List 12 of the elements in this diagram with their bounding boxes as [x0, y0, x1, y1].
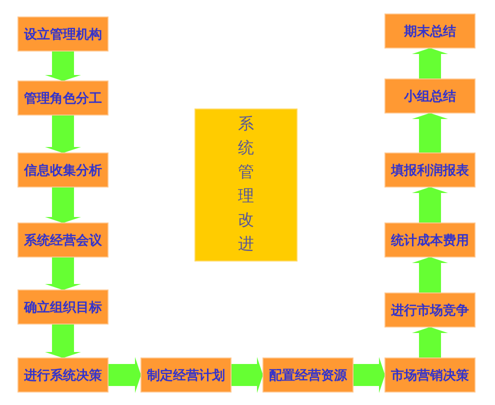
node-box: 市场营销决策: [384, 358, 476, 392]
node-box: 小组总结: [384, 78, 476, 114]
node-box: 配置经营资源: [262, 358, 354, 392]
node-box: 系统经营会议: [18, 222, 108, 258]
node-box: 设立管理机构: [18, 16, 108, 52]
node-box: 系统管理改进: [194, 108, 298, 262]
node-box: 进行系统决策: [18, 358, 108, 392]
node-box: 管理角色分工: [18, 80, 108, 116]
node-box: 统计成本费用: [384, 222, 476, 258]
node-box: 期末总结: [384, 14, 476, 48]
node-box: 制定经营计划: [140, 358, 232, 392]
node-box: 进行市场竞争: [384, 292, 476, 328]
